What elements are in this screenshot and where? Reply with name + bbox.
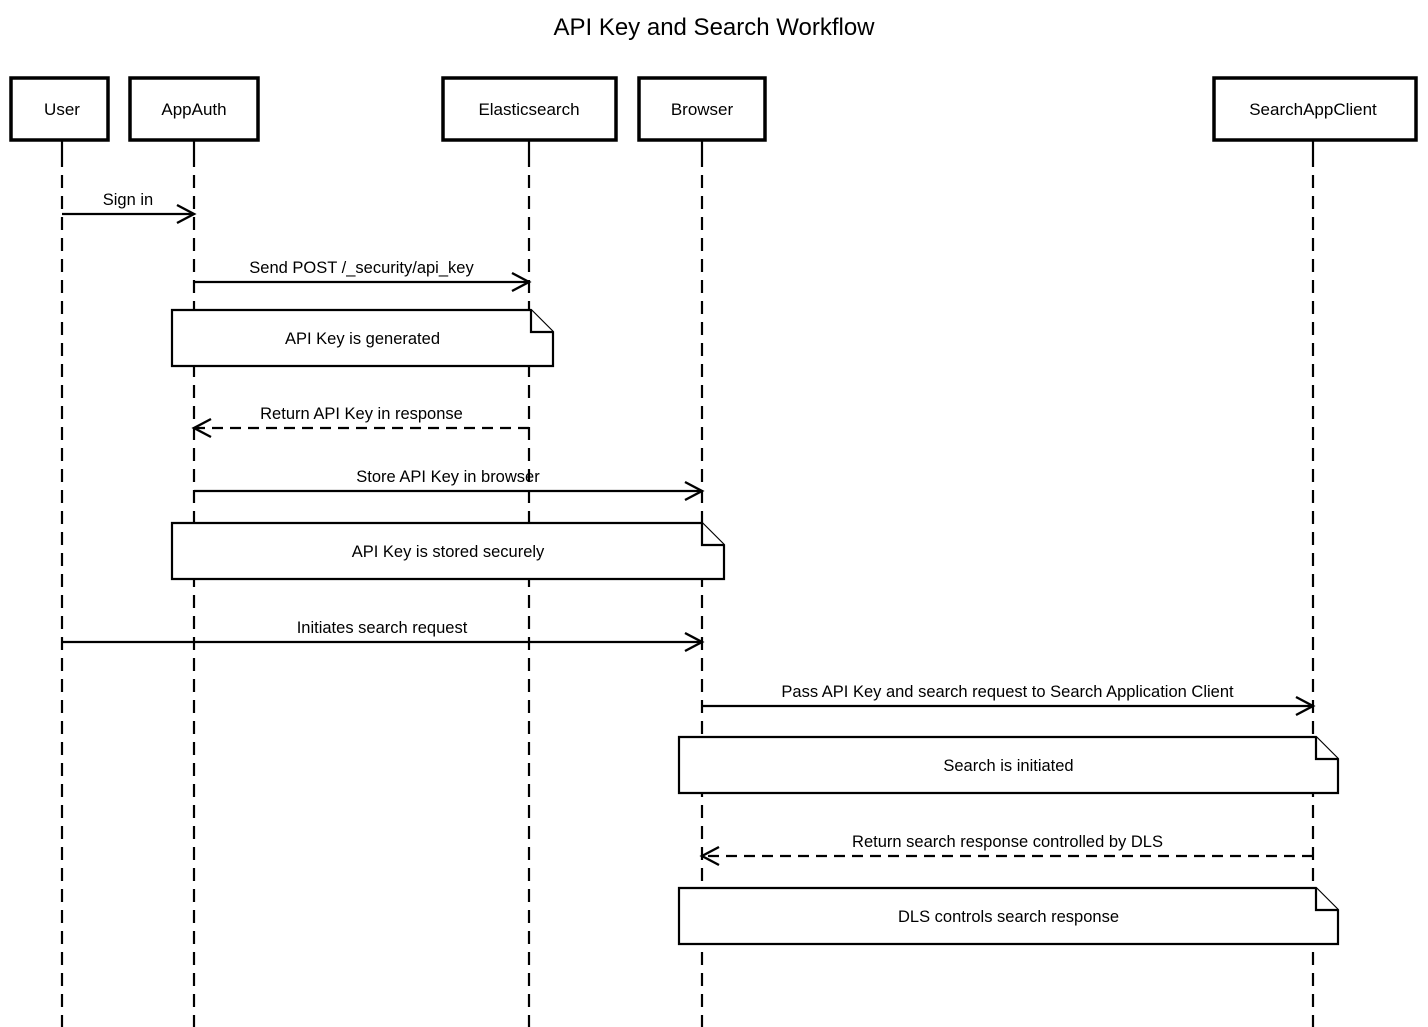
arrow-head-icon — [699, 845, 720, 867]
arrow-head-icon — [1295, 695, 1316, 717]
arrow-head-icon — [176, 203, 197, 225]
note-fold-corner-icon — [1314, 888, 1338, 912]
note-body — [170, 521, 726, 581]
participant-searchappclient[interactable]: SearchAppClient — [1212, 76, 1418, 142]
message-user-to-browser[interactable]: Initiates search request — [62, 619, 705, 653]
participant-label-elasticsearch: Elasticsearch — [478, 100, 579, 119]
note[interactable]: Search is initiated — [677, 735, 1340, 795]
participant-label-appauth: AppAuth — [161, 100, 226, 119]
message-browser-to-searchappclient[interactable]: Pass API Key and search request to Searc… — [702, 683, 1316, 717]
message-label: Return search response controlled by DLS — [852, 833, 1163, 851]
participant-elasticsearch[interactable]: Elasticsearch — [441, 76, 618, 142]
note-fold-corner-icon — [700, 523, 724, 547]
arrow-head-icon — [191, 417, 212, 439]
participant-box-searchappclient — [1212, 76, 1418, 142]
note[interactable]: DLS controls search response — [677, 886, 1340, 946]
note[interactable]: API Key is stored securely — [170, 521, 726, 581]
participant-browser[interactable]: Browser — [637, 76, 767, 142]
participants-layer: User AppAuth Elasticsearch Browser SearchApp… — [9, 76, 1418, 142]
arrow-head-icon — [511, 271, 532, 293]
note-fold-corner-icon — [529, 310, 553, 334]
diagram-title: API Key and Search Workflow — [553, 14, 875, 41]
message-label: Return API Key in response — [260, 405, 463, 423]
note-body — [677, 886, 1340, 946]
participant-box-user — [9, 76, 110, 142]
participant-box-elasticsearch — [441, 76, 618, 142]
participant-user[interactable]: User — [9, 76, 110, 142]
note[interactable]: API Key is generated — [170, 308, 555, 368]
message-label: Store API Key in browser — [356, 468, 540, 486]
participant-appauth[interactable]: AppAuth — [128, 76, 260, 142]
message-label: Pass API Key and search request to Searc… — [781, 683, 1234, 701]
message-user-to-appauth[interactable]: Sign in — [62, 191, 197, 225]
note-fold-corner-icon — [1314, 737, 1338, 761]
message-elasticsearch-to-appauth[interactable]: Return API Key in response — [191, 405, 529, 439]
note-label: DLS controls search response — [898, 908, 1119, 926]
participant-label-searchappclient: SearchAppClient — [1249, 100, 1377, 119]
arrow-head-icon — [684, 480, 705, 502]
message-label: Sign in — [103, 191, 153, 209]
message-appauth-to-elasticsearch[interactable]: Send POST /_security/api_key — [194, 259, 532, 293]
participant-box-appauth — [128, 76, 260, 142]
note-body — [677, 735, 1340, 795]
lifelines-layer — [60, 140, 1315, 1027]
note-label: Search is initiated — [943, 757, 1073, 775]
message-label: Initiates search request — [297, 619, 468, 637]
participant-label-user: User — [44, 100, 80, 119]
note-label: API Key is stored securely — [352, 543, 545, 561]
note-body — [170, 308, 555, 368]
message-searchappclient-to-browser[interactable]: Return search response controlled by DLS — [699, 833, 1313, 867]
participant-label-browser: Browser — [671, 100, 734, 119]
note-label: API Key is generated — [285, 330, 440, 348]
message-label: Send POST /_security/api_key — [249, 259, 474, 277]
arrow-head-icon — [684, 631, 705, 653]
participant-box-browser — [637, 76, 767, 142]
message-appauth-to-browser[interactable]: Store API Key in browser — [194, 468, 705, 502]
